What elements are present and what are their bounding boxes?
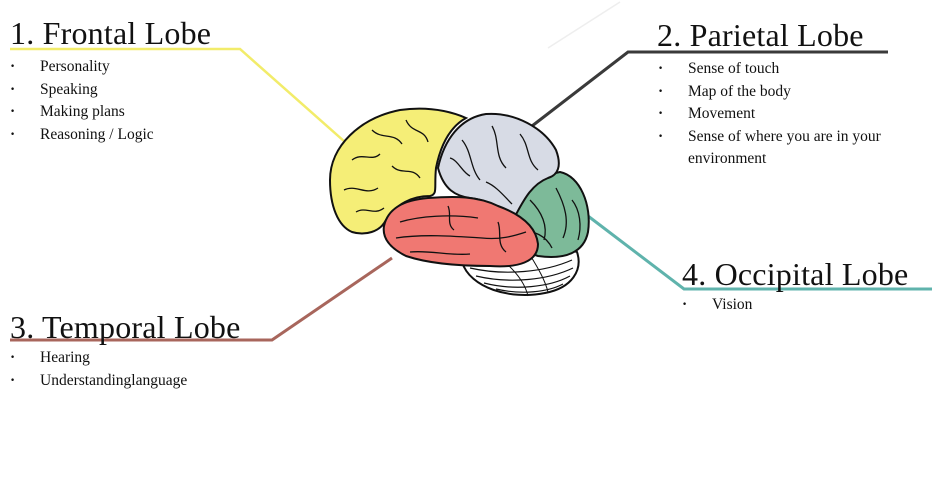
- frontal-leader-line: [10, 47, 346, 143]
- list-item: Personality: [10, 56, 154, 79]
- frontal-lobe-list: Personality Speaking Making plans Reason…: [10, 56, 154, 146]
- parietal-lobe-list: Sense of touch Map of the body Movement …: [658, 58, 923, 171]
- parietal-leader-line: [531, 50, 888, 128]
- list-item: Vision: [682, 294, 752, 317]
- list-item: Sense of where you are in your environme…: [658, 126, 923, 171]
- occipital-lobe-title: 4. Occipital Lobe: [682, 256, 909, 292]
- list-item: Hearing: [10, 347, 187, 370]
- occipital-lobe-list: Vision: [682, 294, 752, 317]
- list-item: Sense of touch: [658, 58, 923, 81]
- temporal-lobe-title: 3. Temporal Lobe: [10, 309, 241, 345]
- temporal-leader-line: [10, 256, 393, 342]
- list-item: Making plans: [10, 101, 154, 124]
- list-item: Map of the body: [658, 81, 923, 104]
- parietal-lobe-title: 2. Parietal Lobe: [657, 17, 864, 53]
- frontal-lobe-title: 1. Frontal Lobe: [10, 15, 212, 51]
- frontal-lobe: [328, 107, 469, 235]
- list-item: Movement: [658, 103, 923, 126]
- list-item: Speaking: [10, 79, 154, 102]
- list-item: Understandinglanguage: [10, 370, 187, 393]
- temporal-lobe: [382, 195, 540, 268]
- decorative-line: [547, 1, 621, 49]
- temporal-lobe-list: Hearing Understandinglanguage: [10, 347, 187, 392]
- list-item: Reasoning / Logic: [10, 124, 154, 147]
- occipital-leader-line: [587, 214, 932, 291]
